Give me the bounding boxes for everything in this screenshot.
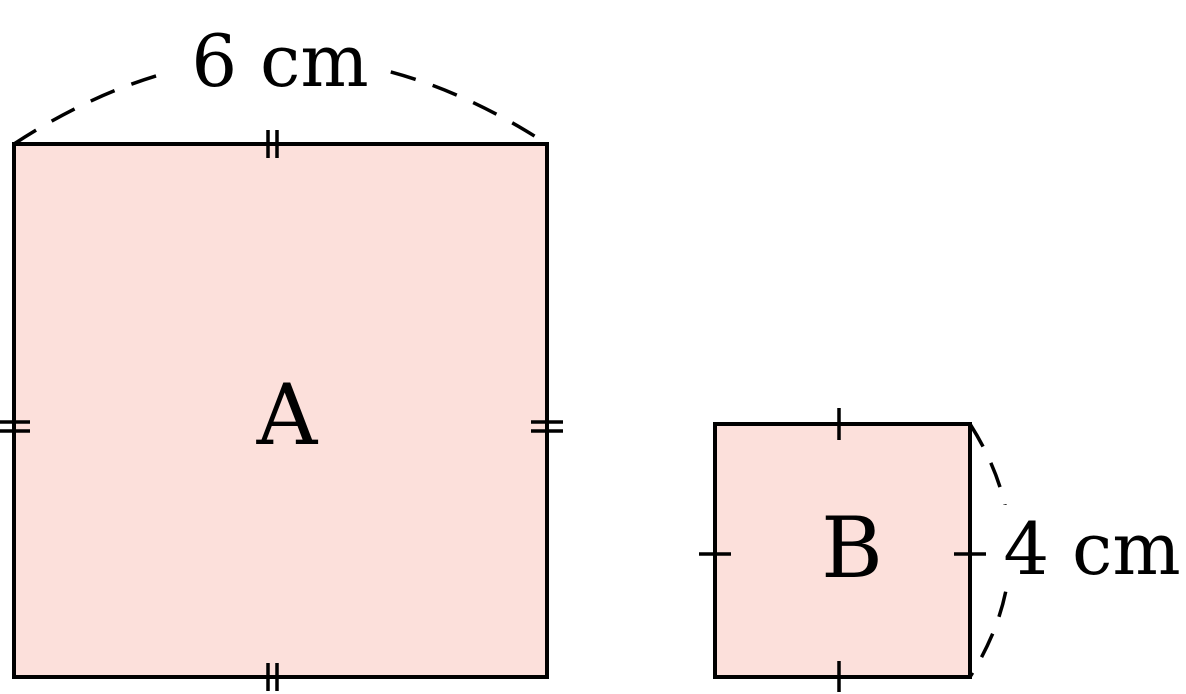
square-a-dimension-label-bg xyxy=(160,18,390,98)
square-b-dimension-label-bg xyxy=(996,505,1186,587)
square-a-dimension-label: 6 cm xyxy=(191,19,368,103)
square-a-right-ticks xyxy=(531,420,563,433)
square-a-group: 6 cm A xyxy=(0,18,563,691)
square-b-group: 4 cm B xyxy=(699,408,1186,692)
square-a-top-ticks xyxy=(266,130,279,158)
square-a-bottom-ticks xyxy=(266,663,279,691)
square-b-label: B xyxy=(821,499,883,597)
square-a xyxy=(12,142,549,679)
square-a-label: A xyxy=(256,366,319,464)
square-a-left-ticks xyxy=(0,420,30,433)
square-b xyxy=(713,422,972,679)
square-b-dimension-label: 4 cm xyxy=(1003,507,1180,591)
